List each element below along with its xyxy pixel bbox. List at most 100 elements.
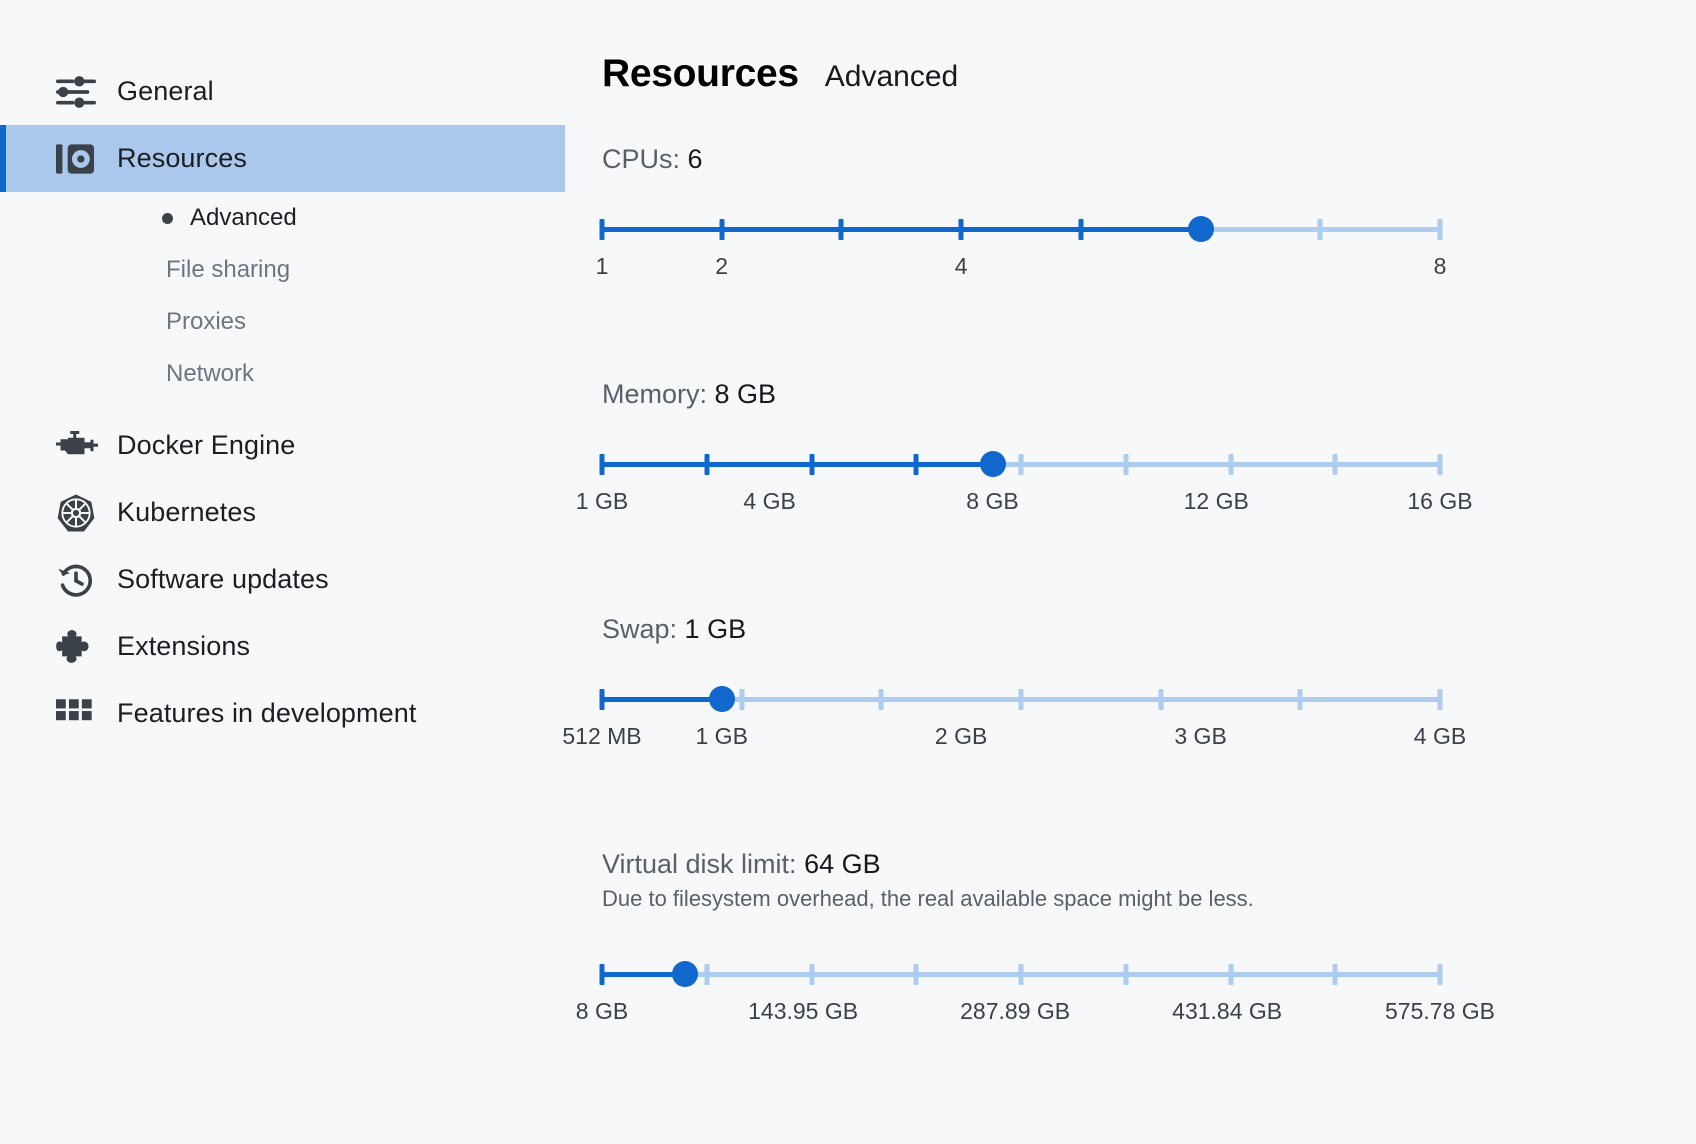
sidebar-subitem-file-sharing[interactable]: File sharing <box>0 244 565 296</box>
swap-slider[interactable]: 512 MB 1 GB 2 GB 3 GB 4 GB <box>562 679 1466 749</box>
sidebar-item-label: Software updates <box>117 564 329 594</box>
slider-tick <box>913 454 919 475</box>
slider-tick <box>1018 964 1024 985</box>
slider-scale-label: 8 GB <box>575 998 629 1024</box>
memory-slider-handle[interactable] <box>980 451 1007 477</box>
cpus-slider[interactable]: 1 2 4 8 <box>596 209 1446 279</box>
slider-scale-label: 431.84 GB <box>1172 998 1283 1024</box>
memory-value: 8 GB <box>714 379 777 409</box>
slider-scale-label: 4 GB <box>743 488 796 514</box>
cpus-value: 6 <box>687 144 703 174</box>
slider-tick <box>1228 964 1233 985</box>
clock-history-icon <box>56 560 100 600</box>
slider-tick <box>599 454 605 475</box>
slider-tick <box>1228 454 1233 475</box>
slider-tick <box>913 964 919 985</box>
slider-tick <box>958 219 964 240</box>
sidebar-item-features-in-development[interactable]: Features in development <box>0 680 565 747</box>
slider-tick <box>809 454 814 475</box>
slider-tick <box>878 689 884 710</box>
slider-tick <box>1437 219 1443 240</box>
resources-icon <box>56 139 100 179</box>
disk-label: Virtual disk limit: 64 GB <box>602 849 1696 880</box>
slider-scale-label: 4 GB <box>1413 723 1467 749</box>
memory-label-prefix: Memory: <box>602 379 715 409</box>
sidebar-subitem-advanced[interactable]: Advanced <box>0 192 565 244</box>
sidebar-item-docker-engine[interactable]: Docker Engine <box>0 412 565 479</box>
cpus-slider-handle[interactable] <box>1187 216 1214 242</box>
slider-scale-label: 512 MB <box>562 723 642 749</box>
bullet-icon <box>162 212 173 224</box>
sidebar-subitem-proxies[interactable]: Proxies <box>0 296 565 348</box>
sidebar-subitem-label: Network <box>166 360 255 387</box>
slider-scale-label: 2 <box>715 253 729 279</box>
swap-slider-handle[interactable] <box>708 686 735 712</box>
slider-tick <box>1123 964 1129 985</box>
slider-tick <box>1018 689 1024 710</box>
kubernetes-icon <box>56 493 100 533</box>
slider-scale-label: 2 GB <box>934 723 988 749</box>
sidebar-subitem-label: File sharing <box>166 256 291 283</box>
cpus-label: CPUs: 6 <box>602 144 1696 175</box>
swap-slider-scale: 512 MB 1 GB 2 GB 3 GB 4 GB <box>562 723 1466 755</box>
swap-label: Swap: 1 GB <box>602 614 1696 645</box>
puzzle-icon <box>56 627 100 667</box>
slider-scale-label: 1 GB <box>695 723 748 749</box>
sidebar-item-label: Features in development <box>117 698 417 728</box>
slider-tick <box>1332 454 1338 475</box>
slider-tick <box>1437 689 1443 710</box>
page-header: Resources Advanced <box>565 52 1696 96</box>
sidebar-item-general[interactable]: General <box>0 58 565 125</box>
sidebar-item-kubernetes[interactable]: Kubernetes <box>0 479 565 546</box>
slider-scale-label: 1 <box>595 253 609 279</box>
disk-description: Due to filesystem overhead, the real ava… <box>602 886 1254 911</box>
cpus-section: CPUs: 6 1 2 4 8 <box>565 144 1696 279</box>
slider-tick <box>838 219 844 240</box>
swap-section: Swap: 1 GB 512 MB 1 GB 2 GB 3 GB 4 GB <box>562 614 1696 749</box>
slider-tick <box>1332 964 1338 985</box>
slider-tick <box>599 964 605 985</box>
swap-slider-fill <box>602 697 722 702</box>
disk-slider-fill <box>602 972 685 977</box>
virtual-disk-section: Virtual disk limit: 64 GB Due to filesys… <box>565 849 1696 1024</box>
slider-tick <box>739 689 745 710</box>
sidebar-item-resources[interactable]: Resources <box>0 125 565 192</box>
slider-tick <box>1158 689 1164 710</box>
sidebar-subitem-label: Proxies <box>166 308 247 335</box>
slider-tick <box>704 964 710 985</box>
page-title: Resources <box>602 52 799 95</box>
sidebar-item-label: Resources <box>117 143 247 173</box>
slider-tick <box>1437 964 1443 985</box>
disk-value: 64 GB <box>804 849 881 879</box>
slider-tick <box>1018 454 1024 475</box>
sidebar-item-software-updates[interactable]: Software updates <box>0 546 565 613</box>
slider-tick <box>1297 689 1303 710</box>
memory-label: Memory: 8 GB <box>602 379 1696 410</box>
slider-tick <box>1317 219 1323 240</box>
swap-value: 1 GB <box>684 614 747 644</box>
sidebar-item-label: General <box>117 76 214 106</box>
page-subtitle: Advanced <box>824 60 959 93</box>
slider-scale-label: 8 <box>1433 253 1447 279</box>
sidebar-subitem-network[interactable]: Network <box>0 348 565 400</box>
sidebar-item-extensions[interactable]: Extensions <box>0 613 565 680</box>
sliders-icon <box>56 72 100 112</box>
cpus-slider-scale: 1 2 4 8 <box>596 253 1447 285</box>
slider-scale-label: 16 GB <box>1407 488 1473 514</box>
slider-tick <box>1078 219 1084 240</box>
slider-scale-label: 4 <box>954 253 968 279</box>
slider-tick <box>1123 454 1129 475</box>
disk-slider-handle[interactable] <box>671 961 698 987</box>
slider-scale-label: 3 GB <box>1174 723 1227 749</box>
slider-tick <box>809 964 814 985</box>
slider-scale-label: 12 GB <box>1183 488 1249 514</box>
settings-sidebar: General Resources Advanced File sharing … <box>0 0 565 1144</box>
slider-scale-label: 8 GB <box>966 488 1019 514</box>
sidebar-subitem-label: Advanced <box>190 204 297 231</box>
